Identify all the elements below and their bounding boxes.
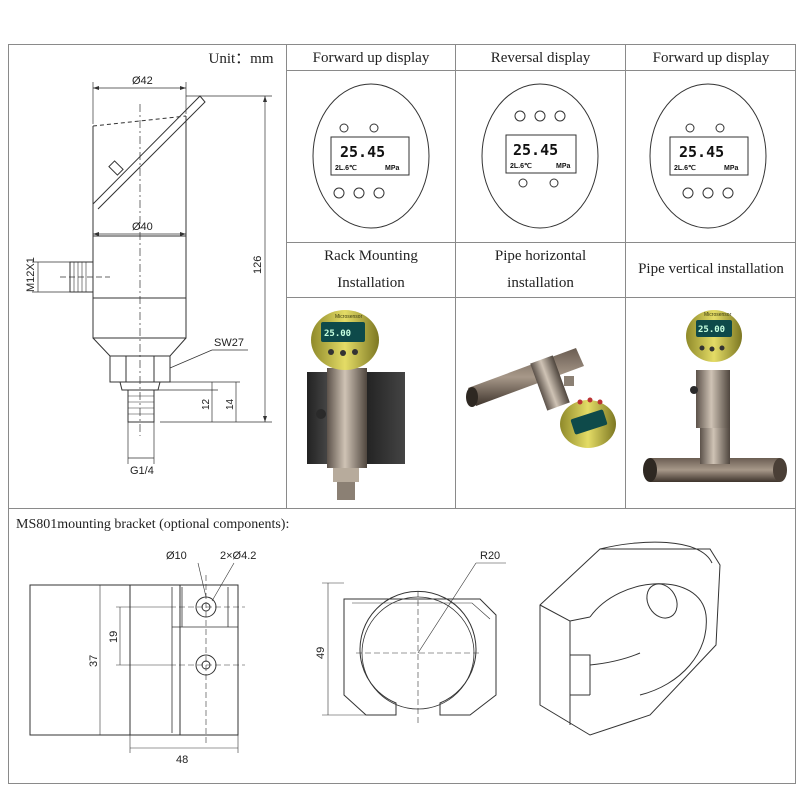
display-title-1: Forward up display bbox=[312, 50, 430, 66]
display-2-temp: 2L.6℃ bbox=[510, 162, 532, 170]
divider-left-column bbox=[286, 44, 287, 508]
bracket-iso-outline bbox=[539, 548, 721, 736]
bracket-isometric-view bbox=[539, 541, 721, 736]
sensor-body-outline bbox=[92, 116, 187, 339]
divider-col2 bbox=[455, 44, 456, 508]
display-1-value: 25.45 bbox=[340, 143, 385, 161]
install-rack-image: 25.00 Microsensor bbox=[307, 310, 405, 500]
dim-d42: Ø42 bbox=[132, 75, 153, 87]
display-panel-3: 25.45 2L.6℃ MPa bbox=[649, 83, 767, 229]
vertical-device-lcd: 25.00 bbox=[698, 325, 725, 335]
rack-device-brand: Microsensor bbox=[335, 314, 363, 320]
bracket-dim-w48: 48 bbox=[176, 754, 188, 766]
dim-h126: 126 bbox=[252, 256, 264, 274]
sensor-head-outline bbox=[92, 95, 206, 210]
dim-m12: M12X1 bbox=[25, 257, 37, 292]
display-title-3: Forward up display bbox=[652, 50, 770, 66]
bracket-top-view: R20 49 bbox=[315, 550, 506, 725]
bracket-front-view: Ø10 2×Ø4.2 37 19 48 bbox=[29, 550, 256, 766]
display-3-value: 25.45 bbox=[679, 143, 724, 161]
divider-row1 bbox=[286, 70, 796, 71]
install-title-2: Pipe horizontal installation bbox=[456, 243, 625, 297]
dim-sw27: SW27 bbox=[214, 337, 244, 349]
install-title-1-line1: Rack Mounting bbox=[324, 248, 418, 264]
sensor-drawing: Ø42 Ø40 126 M12X1 SW27 12 14 G1/4 bbox=[25, 75, 272, 477]
display-panel-2: 25.45 2L.6℃ MPa bbox=[481, 83, 599, 229]
dim-h12: 12 bbox=[201, 398, 212, 410]
display-1-unit: MPa bbox=[385, 165, 400, 172]
divider-bracket-section bbox=[8, 508, 796, 509]
bracket-dim-d10: Ø10 bbox=[166, 550, 187, 562]
dim-h14: 14 bbox=[225, 398, 236, 410]
vertical-device-brand: Microsensor bbox=[704, 312, 732, 318]
thread-stem bbox=[127, 389, 155, 423]
display-2-unit: MPa bbox=[556, 163, 571, 170]
display-panel-1: 25.45 2L.6℃ MPa bbox=[312, 83, 430, 229]
display-3-temp: 2L.6℃ bbox=[674, 164, 696, 172]
install-title-2-line1: Pipe horizontal bbox=[494, 248, 587, 264]
bracket-section-title: MS801mounting bracket (optional componen… bbox=[16, 517, 290, 532]
install-title-1: Rack Mounting Installation bbox=[287, 243, 455, 297]
table-border bbox=[8, 44, 796, 784]
bracket-front-outline bbox=[29, 584, 181, 736]
divider-col3 bbox=[625, 44, 626, 508]
divider-row3 bbox=[286, 297, 796, 298]
display-3-unit: MPa bbox=[724, 165, 739, 172]
display-1-temp: 2L.6℃ bbox=[335, 164, 357, 172]
bracket-dim-holes: 2×Ø4.2 bbox=[220, 550, 256, 562]
install-title-2-line2: installation bbox=[507, 275, 574, 291]
bracket-dim-h19: 19 bbox=[108, 631, 120, 643]
install-title-3: Pipe vertical installation bbox=[626, 256, 796, 282]
display-title-2: Reversal display bbox=[490, 50, 591, 66]
divider-row2 bbox=[286, 242, 796, 243]
install-pipe-vertical-image: 25.00 Microsensor bbox=[643, 310, 787, 482]
bracket-dim-r20: R20 bbox=[480, 550, 500, 562]
install-title-3-line1: Pipe vertical installation bbox=[638, 261, 784, 277]
rack-device-lcd: 25.00 bbox=[324, 329, 351, 339]
unit-label: Unit：mm bbox=[208, 51, 274, 67]
display-2-value: 25.45 bbox=[513, 141, 558, 159]
dim-g14: G1/4 bbox=[130, 465, 154, 477]
install-pipe-horizontal-image bbox=[466, 348, 616, 448]
bracket-dim-h49: 49 bbox=[315, 647, 327, 659]
dim-d40: Ø40 bbox=[132, 221, 153, 233]
bracket-dim-h37: 37 bbox=[88, 655, 100, 667]
install-title-1-line2: Installation bbox=[337, 275, 405, 291]
